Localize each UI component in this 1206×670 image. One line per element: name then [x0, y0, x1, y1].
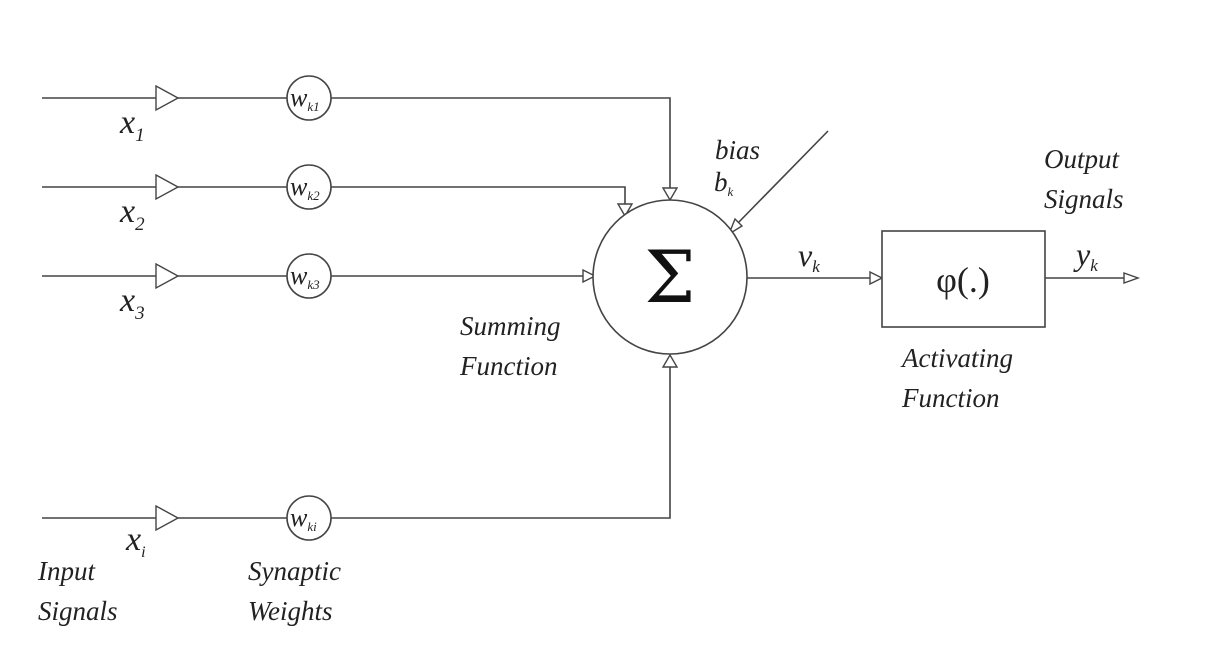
arrowhead-icon — [869, 270, 884, 286]
weight-to-sum-line — [331, 97, 671, 188]
weight-symbol: wk1 — [290, 83, 320, 114]
bias-input: bias bk — [714, 130, 829, 236]
summing-junction: Σ Summing Function — [459, 199, 748, 381]
weight-symbol: wk3 — [290, 261, 320, 292]
summing-label-line2: Function — [459, 351, 557, 381]
output-branch: yk Output Signals — [1044, 144, 1141, 284]
arrowhead-icon — [727, 217, 744, 236]
induced-field-connection: vk — [747, 237, 884, 286]
bias-symbol: bk — [714, 167, 734, 199]
arrowhead-icon — [1123, 272, 1141, 284]
output-label-line1: Output — [1044, 144, 1121, 174]
input-signals-label-line2: Signals — [38, 596, 118, 626]
activation-label-line1: Activating — [900, 343, 1013, 373]
input-triangle-icon — [155, 504, 180, 532]
input-symbol: x1 — [119, 104, 145, 146]
summing-label-line1: Summing — [460, 311, 561, 341]
weight-to-sum-line — [331, 186, 626, 204]
synaptic-weights-label-line1: Synaptic — [248, 556, 341, 586]
activation-box — [881, 230, 1046, 328]
bias-line — [735, 130, 829, 226]
arrowhead-icon — [616, 203, 634, 218]
weight-to-sum-line — [331, 367, 671, 519]
input-triangle-icon — [155, 262, 180, 290]
input-symbol: xi — [125, 521, 146, 561]
input-branch-2: wk2 x2 — [42, 164, 634, 235]
arrowhead-icon — [661, 187, 679, 202]
input-branch-i: wki xi — [42, 353, 679, 561]
input-branch-1: wk1 x1 — [42, 75, 679, 202]
output-label-line2: Signals — [1044, 184, 1124, 214]
arrowhead-icon — [582, 268, 597, 284]
vk-symbol: vk — [798, 237, 820, 276]
arrowhead-icon — [661, 353, 679, 368]
synaptic-weights-label-line2: Weights — [248, 596, 333, 626]
input-triangle-icon — [155, 173, 180, 201]
input-symbol: x3 — [119, 282, 145, 324]
weight-symbol: wki — [290, 503, 317, 534]
sigma-symbol: Σ — [645, 235, 696, 319]
input-triangle-icon — [155, 84, 180, 112]
activation-block: φ(.) Activating Function — [881, 230, 1046, 413]
yk-symbol: yk — [1073, 236, 1098, 275]
weight-symbol: wk2 — [290, 172, 320, 203]
input-symbol: x2 — [119, 193, 145, 235]
phi-symbol: φ(.) — [936, 260, 990, 300]
activation-label-line2: Function — [901, 383, 999, 413]
summing-node — [592, 199, 748, 355]
input-signals-label-line1: Input — [37, 556, 96, 586]
bias-label: bias — [715, 135, 760, 165]
input-branch-3: wk3 x3 — [42, 253, 597, 324]
